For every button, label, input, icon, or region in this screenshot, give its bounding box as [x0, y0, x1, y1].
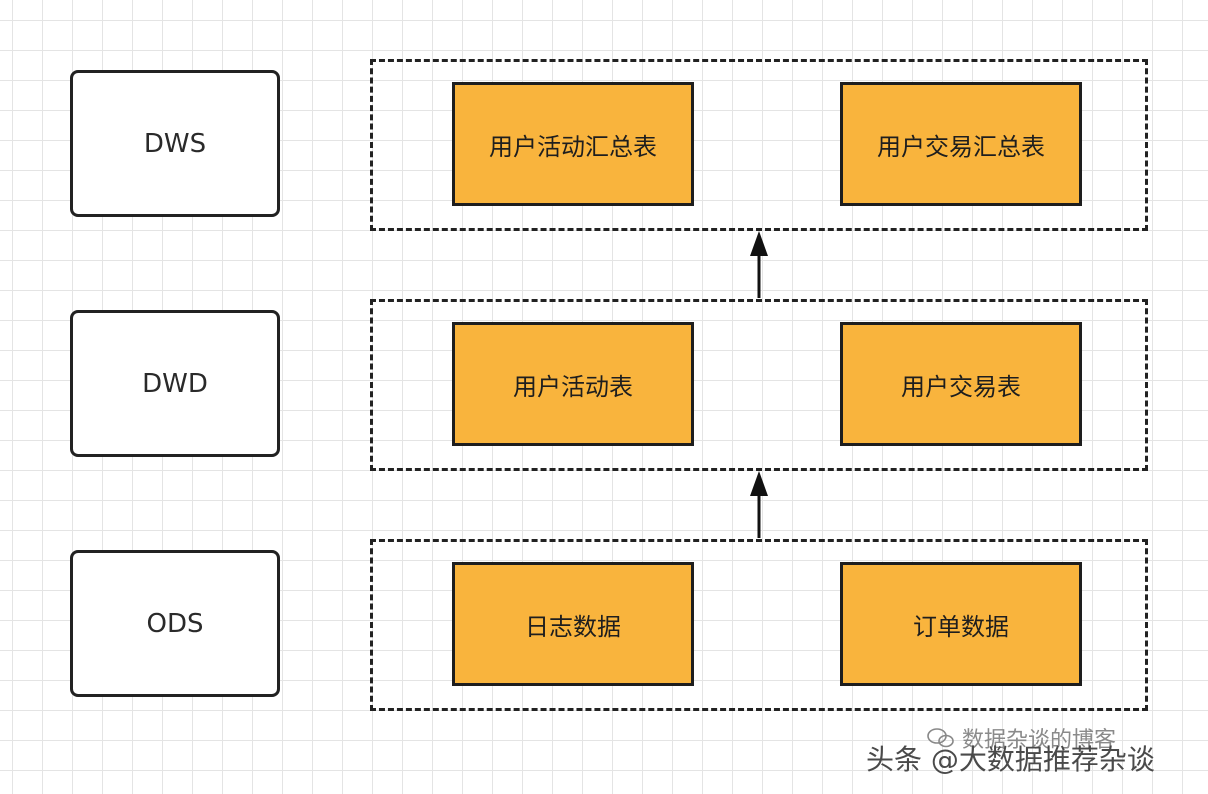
watermark-secondary: 数据杂谈的博客 — [962, 728, 1117, 753]
watermark-primary: 头条 @大数据推荐杂谈 — [866, 743, 1155, 776]
arrow-up-icon — [750, 231, 768, 298]
table-log-data[interactable]: 日志数据 — [452, 562, 694, 686]
wechat-logo-icon — [927, 728, 954, 748]
arrow-up-icon — [750, 471, 768, 538]
layer-label-dwd[interactable]: DWD — [70, 310, 280, 457]
dws-group-container[interactable] — [370, 59, 1148, 231]
ods-group-container[interactable] — [370, 539, 1148, 711]
layer-label-ods[interactable]: ODS — [70, 550, 280, 697]
table-user-transaction[interactable]: 用户交易表 — [840, 322, 1082, 446]
table-user-activity-summary[interactable]: 用户活动汇总表 — [452, 82, 694, 206]
layer-label-dwd-text: DWD — [142, 368, 208, 399]
table-user-activity-label: 用户活动表 — [513, 372, 633, 401]
layer-label-dws[interactable]: DWS — [70, 70, 280, 217]
table-user-transaction-summary-label: 用户交易汇总表 — [877, 132, 1045, 161]
table-order-data[interactable]: 订单数据 — [840, 562, 1082, 686]
dwd-group-container[interactable] — [370, 299, 1148, 471]
table-user-transaction-summary[interactable]: 用户交易汇总表 — [840, 82, 1082, 206]
table-user-activity[interactable]: 用户活动表 — [452, 322, 694, 446]
layer-label-ods-text: ODS — [146, 608, 204, 639]
table-order-data-label: 订单数据 — [913, 612, 1009, 641]
table-log-data-label: 日志数据 — [525, 612, 621, 641]
layer-label-dws-text: DWS — [143, 128, 207, 159]
table-user-transaction-label: 用户交易表 — [901, 372, 1021, 401]
table-user-activity-summary-label: 用户活动汇总表 — [489, 132, 657, 161]
